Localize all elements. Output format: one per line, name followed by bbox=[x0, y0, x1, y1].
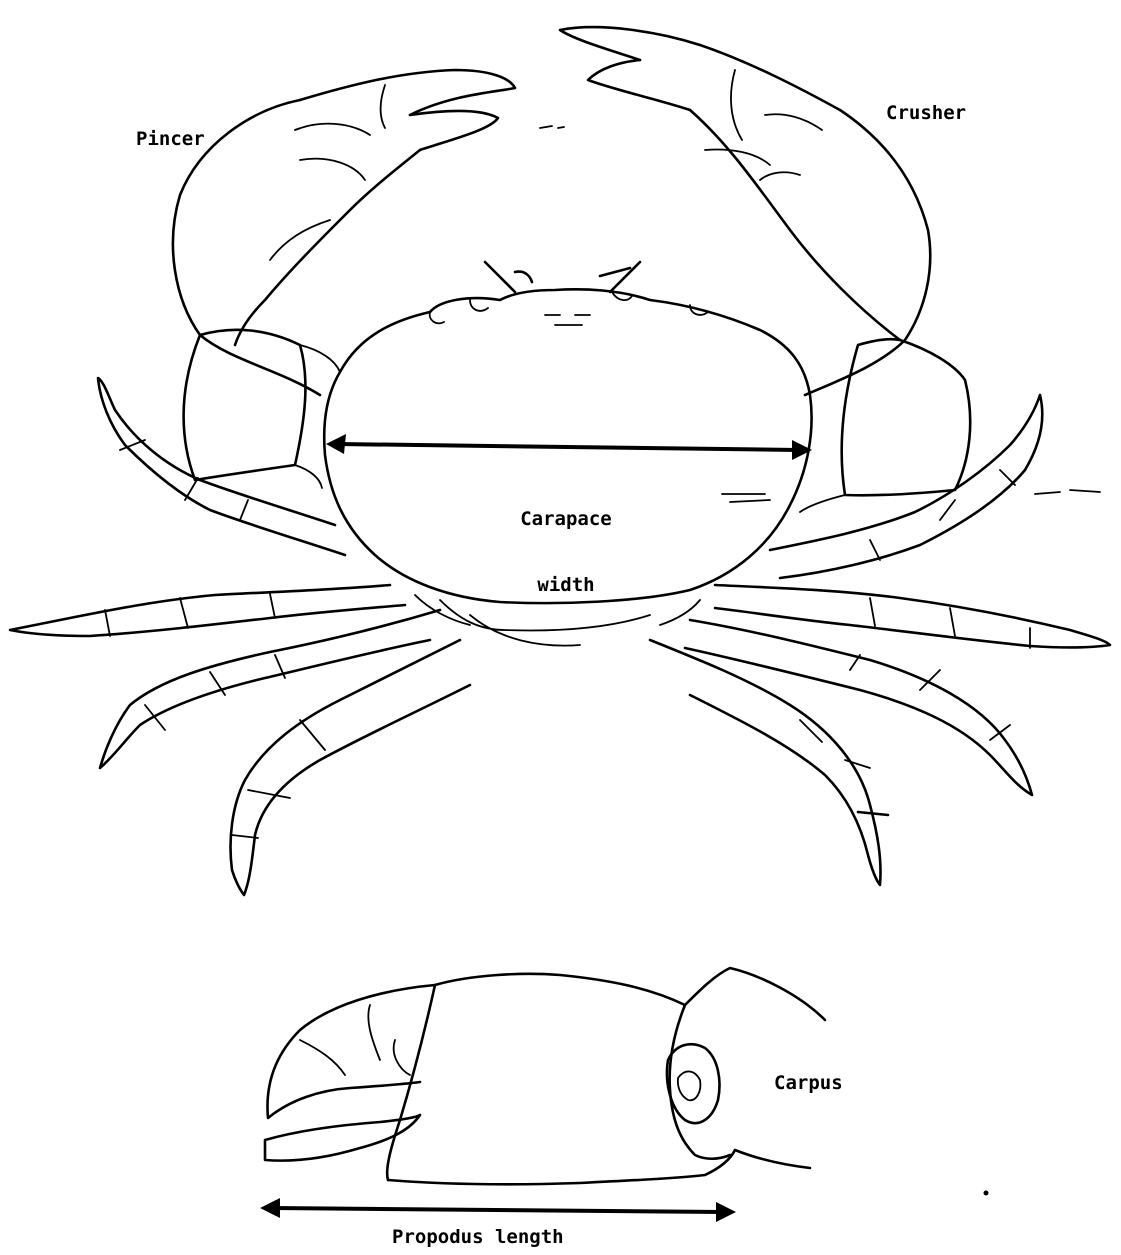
carpus-label: Carpus bbox=[774, 1072, 843, 1094]
crusher-label: Crusher bbox=[886, 102, 966, 124]
carapace-width-label-line2: width bbox=[506, 574, 626, 596]
left-walking-legs bbox=[10, 378, 470, 895]
carapace-width-label-line1: Carapace bbox=[506, 508, 626, 530]
right-walking-legs bbox=[650, 395, 1110, 885]
scan-marks bbox=[540, 126, 1100, 1196]
carapace-width-label: Carapace width bbox=[506, 464, 626, 618]
pincer-claw bbox=[173, 70, 515, 488]
propodus-length-arrow bbox=[260, 1198, 736, 1222]
carapace-width-arrow bbox=[326, 434, 812, 460]
pincer-label: Pincer bbox=[136, 128, 205, 150]
propodus-detail-claw bbox=[265, 968, 825, 1184]
propodus-length-label: Propodus length bbox=[392, 1226, 564, 1248]
